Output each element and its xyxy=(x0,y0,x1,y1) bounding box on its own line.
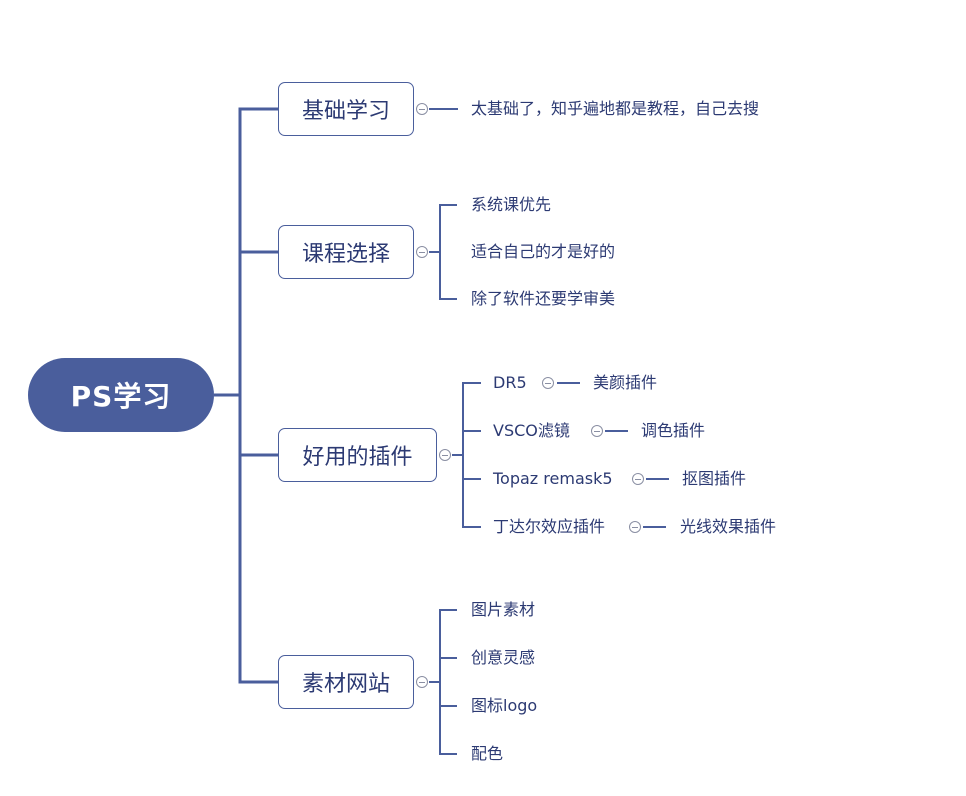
root-topic[interactable]: PS学习 xyxy=(28,358,214,432)
leaf-note[interactable]: 调色插件 xyxy=(641,421,706,440)
leaf-note[interactable]: 光线效果插件 xyxy=(680,517,777,536)
leaf-topic[interactable]: 适合自己的才是好的 xyxy=(471,242,616,261)
collapse-icon[interactable] xyxy=(629,521,641,533)
leaf-topic[interactable]: 创意灵感 xyxy=(471,648,536,667)
branch-topic-course-selection[interactable]: 课程选择 xyxy=(278,225,414,279)
leaf-topic[interactable]: DR5 xyxy=(493,373,527,392)
collapse-icon[interactable] xyxy=(416,103,428,115)
leaf-topic[interactable]: 丁达尔效应插件 xyxy=(493,517,606,536)
collapse-icon[interactable] xyxy=(439,449,451,461)
leaf-topic[interactable]: 配色 xyxy=(471,744,504,763)
branch-topic-plugins[interactable]: 好用的插件 xyxy=(278,428,437,482)
branch-topic-asset-sites[interactable]: 素材网站 xyxy=(278,655,414,709)
leaf-topic[interactable]: VSCO滤镜 xyxy=(493,421,570,440)
leaf-topic[interactable]: 图标logo xyxy=(471,696,538,715)
collapse-icon[interactable] xyxy=(591,425,603,437)
branch-topic-basics[interactable]: 基础学习 xyxy=(278,82,414,136)
collapse-icon[interactable] xyxy=(632,473,644,485)
leaf-topic[interactable]: 图片素材 xyxy=(471,600,536,619)
collapse-icon[interactable] xyxy=(416,676,428,688)
collapse-icon[interactable] xyxy=(416,246,428,258)
leaf-note[interactable]: 美颜插件 xyxy=(593,373,658,392)
leaf-topic[interactable]: Topaz remask5 xyxy=(493,469,613,488)
collapse-icon[interactable] xyxy=(542,377,554,389)
leaf-topic[interactable]: 太基础了，知乎遍地都是教程，自己去搜 xyxy=(471,99,760,118)
leaf-topic[interactable]: 系统课优先 xyxy=(471,195,552,214)
leaf-note[interactable]: 抠图插件 xyxy=(682,469,747,488)
leaf-topic[interactable]: 除了软件还要学审美 xyxy=(471,289,616,308)
